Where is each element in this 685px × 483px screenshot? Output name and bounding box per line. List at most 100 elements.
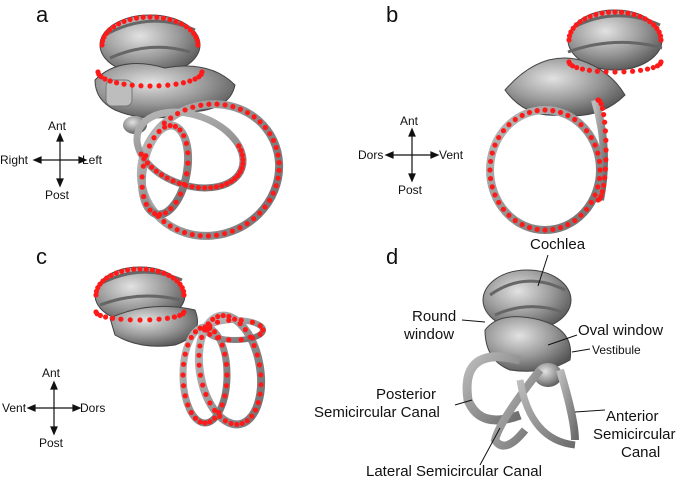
landmark-dot xyxy=(219,402,225,408)
landmark-dot xyxy=(492,192,498,198)
landmark-dot xyxy=(211,329,218,335)
landmark-dot xyxy=(198,102,204,108)
landmark-dot xyxy=(251,216,257,222)
landmark-dot xyxy=(587,13,593,20)
landmark-dot xyxy=(258,372,264,378)
panel-c-model xyxy=(93,266,266,429)
landmark-dot xyxy=(162,124,168,130)
landmark-dot xyxy=(202,185,208,191)
landmark-dot xyxy=(215,313,221,320)
landmark-dot xyxy=(512,217,518,224)
landmark-dot xyxy=(550,108,556,114)
landmark-dot xyxy=(219,182,225,189)
landmark-dot xyxy=(185,402,191,408)
landmark-dot xyxy=(232,316,238,322)
landmark-dot xyxy=(180,80,187,86)
landmark-dot xyxy=(568,29,574,35)
panel-a-model xyxy=(94,14,284,240)
landmark-dot xyxy=(594,68,600,74)
landmark-dot xyxy=(157,211,163,218)
landmark-dot xyxy=(212,407,218,413)
landmark-dot xyxy=(647,19,653,25)
landmark-dot xyxy=(149,164,155,170)
landmark-dot xyxy=(519,112,525,119)
landmark-dot xyxy=(224,181,230,187)
landmark-dot xyxy=(496,199,502,206)
landmark-dot xyxy=(177,127,183,133)
landmark-dot xyxy=(275,175,281,181)
panel-c-axis-right: Dors xyxy=(80,401,106,415)
panel-d-letter: d xyxy=(386,244,399,269)
landmark-dot xyxy=(630,68,636,74)
label-round-window-line2: window xyxy=(404,326,455,343)
landmark-dot xyxy=(211,415,218,421)
landmark-dot xyxy=(506,212,512,218)
landmark-dot xyxy=(651,22,657,28)
landmark-dot xyxy=(155,268,161,274)
landmark-dot xyxy=(235,172,241,179)
landmark-dot xyxy=(195,184,202,191)
landmark-dot xyxy=(206,101,212,107)
landmark-dot xyxy=(141,193,147,200)
landmark-dot xyxy=(147,14,153,20)
landmark-dot xyxy=(254,352,260,358)
landmark-dot xyxy=(207,400,213,406)
panel-a-axis-up: Ant xyxy=(48,119,67,133)
landmark-dot xyxy=(550,226,556,232)
landmark-dot xyxy=(147,207,153,213)
landmark-dot xyxy=(119,268,125,274)
landmark-dot xyxy=(181,292,187,298)
landmark-dot xyxy=(592,142,598,148)
landmark-dot xyxy=(125,267,131,273)
landmark-dot xyxy=(273,183,279,189)
landmark-dot xyxy=(557,224,564,231)
landmark-dot xyxy=(599,105,606,112)
panel-b-letter: b xyxy=(386,2,399,27)
landmark-dot xyxy=(487,167,493,173)
label-vestibule: Vestibule xyxy=(592,343,641,357)
landmark-dot xyxy=(205,233,211,239)
landmark-dot xyxy=(526,109,533,116)
landmark-dot xyxy=(602,166,608,172)
landmark-dot xyxy=(189,231,195,238)
landmark-dot xyxy=(602,119,608,125)
landmark-dot xyxy=(240,156,246,163)
landmark-dot xyxy=(138,83,144,89)
landmark-dot xyxy=(196,74,202,80)
landmark-dot xyxy=(170,178,176,184)
landmark-dot xyxy=(270,190,276,196)
landmark-dot xyxy=(276,160,282,166)
landmark-dot xyxy=(242,327,248,333)
panel-a-axis-right: Left xyxy=(82,153,103,167)
landmark-dot xyxy=(189,184,195,190)
landmark-dot xyxy=(239,152,245,158)
landmark-dot xyxy=(593,11,599,18)
landmark-dot xyxy=(599,188,606,195)
landmark-dot xyxy=(100,278,106,284)
landmark-dot xyxy=(588,134,594,141)
landmark-dot xyxy=(143,201,149,207)
landmark-dot xyxy=(192,415,199,421)
landmark-dot xyxy=(181,133,187,139)
landmark-dot xyxy=(197,419,203,425)
landmark-dot xyxy=(220,312,226,319)
landmark-dot xyxy=(230,104,236,110)
landmark-dot xyxy=(207,323,213,329)
landmark-dot xyxy=(156,316,162,322)
landmark-dot xyxy=(566,33,573,39)
landmark-dot xyxy=(534,108,540,114)
landmark-dot xyxy=(140,14,146,20)
panel-b-orientation-cross xyxy=(384,127,440,183)
landmark-dot xyxy=(262,204,268,210)
landmark-dot xyxy=(602,128,608,134)
landmark-dot xyxy=(249,335,256,341)
landmark-dot xyxy=(208,185,214,191)
label-anterior-line2: Semicircular xyxy=(593,426,676,443)
landmark-dot xyxy=(266,197,273,203)
landmark-dot xyxy=(176,180,182,186)
landmark-dot xyxy=(197,372,204,378)
landmark-dot xyxy=(161,270,167,276)
landmark-dot xyxy=(151,135,157,141)
landmark-dot xyxy=(156,128,162,134)
landmark-dot xyxy=(196,352,202,358)
